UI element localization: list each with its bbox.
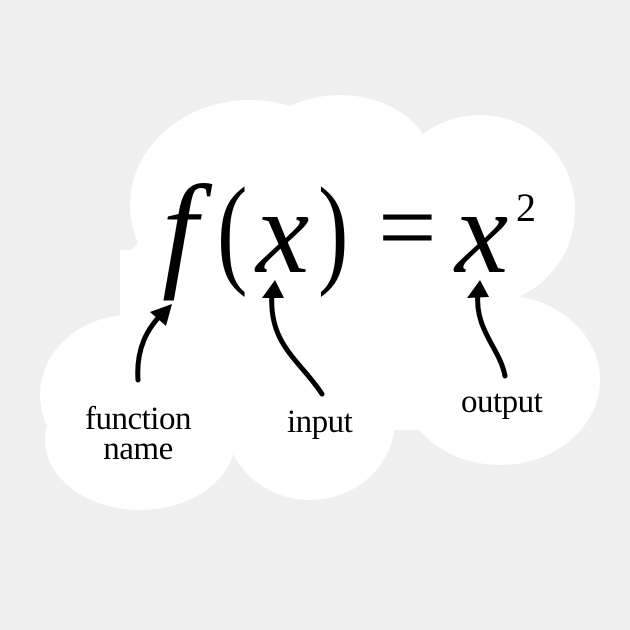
exponent: 2 — [516, 185, 536, 230]
function-name-label-line1: function — [85, 401, 191, 437]
arrowhead-input — [262, 280, 284, 298]
output-base: x — [455, 165, 509, 298]
arrow-input — [269, 289, 325, 397]
open-parenthesis: ( — [217, 163, 248, 298]
input-variable: x — [256, 165, 310, 298]
function-name-label-line2: name — [103, 431, 173, 467]
input-label: input — [287, 404, 353, 440]
arrowhead-function-name — [150, 304, 172, 326]
function-name-label: function name — [72, 401, 204, 467]
function-letter: f — [162, 159, 198, 301]
output-label: output — [461, 384, 543, 420]
sticker-shape — [40, 95, 600, 510]
arrowhead-output — [467, 280, 489, 298]
arrowheads — [150, 280, 489, 326]
close-parenthesis: ) — [318, 163, 349, 298]
equals-sign: = — [378, 170, 437, 285]
arrow-output — [475, 289, 508, 379]
